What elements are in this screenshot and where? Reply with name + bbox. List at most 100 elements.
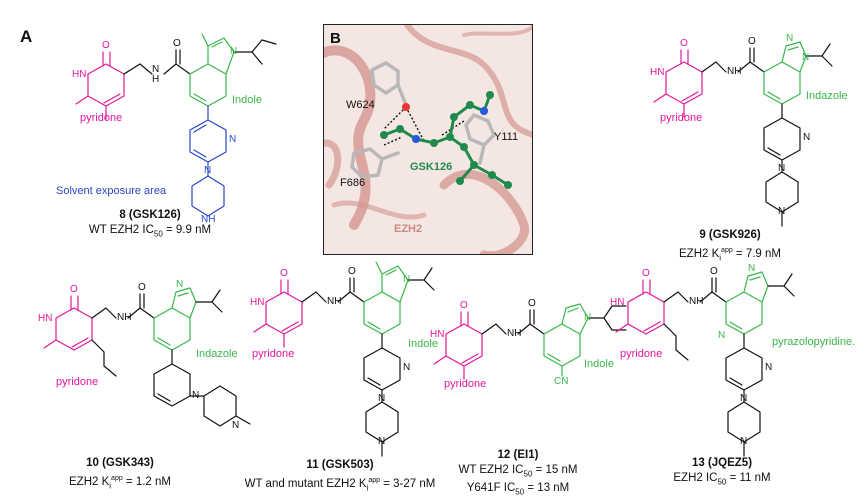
- activity-12a: WT EZH2 IC50 = 15 nM: [458, 464, 578, 479]
- label-core-12: Indole: [584, 358, 614, 370]
- atom-hn-13: HN: [610, 297, 625, 308]
- caption-11: 11 (GSK503) WT and mutant EZH2 Kiapp = 3…: [245, 458, 436, 495]
- ligand-atoms: [380, 91, 512, 189]
- caption-9: 9 (GSK926) EZH2 Kiapp = 7.9 nM: [679, 228, 781, 265]
- linker-12: [481, 309, 545, 335]
- label-core-11: Indole: [408, 338, 438, 350]
- atom-hn-10: HN: [38, 313, 53, 324]
- atom-n-pip1-9: N: [778, 163, 786, 174]
- label-pyridone-9: pyridone: [660, 112, 703, 124]
- indazole-core-9: [763, 41, 807, 105]
- atom-n-8: N: [152, 64, 160, 75]
- atom-hn-12: HN: [430, 329, 445, 340]
- activity-9: EZH2 Kiapp = 7.9 nM: [679, 247, 781, 263]
- atom-n-pyridine-8: N: [229, 134, 237, 145]
- label-pyridone-8: pyridone: [80, 112, 123, 124]
- atom-o-amide-8: O: [173, 38, 181, 49]
- compound-name-9: 9 (GSK926): [699, 229, 761, 241]
- pyridine-piperazine-10: [153, 289, 251, 427]
- label-solvent-8: Solvent exposure area: [56, 185, 167, 197]
- atom-o-8: O: [102, 40, 110, 51]
- atom-o-amide-10: O: [138, 282, 146, 293]
- pyridine-piperazine-9: [763, 103, 801, 227]
- atom-hn-8: HN: [72, 69, 87, 80]
- atom-o-9: O: [680, 38, 688, 49]
- atom-nh-pip2-8: NH: [201, 214, 216, 225]
- protein-ribbons: [324, 25, 532, 254]
- pyridine-piperazine-11: [363, 267, 435, 457]
- atom-n-pip1-11: N: [378, 393, 386, 404]
- label-core-9: Indazole: [806, 90, 848, 102]
- indole-core-12: [543, 303, 589, 377]
- label-pyridone-11: pyridone: [252, 348, 295, 360]
- atom-n-pip-10: N: [232, 420, 240, 431]
- atom-nh-12: NH: [507, 328, 522, 339]
- atom-nh-10: NH: [117, 312, 132, 323]
- activity-12b: Y641F IC50 = 13 nM: [466, 482, 570, 497]
- atom-nh-11: NH: [327, 296, 342, 307]
- compound-name-11: 11 (GSK503): [306, 459, 374, 471]
- pyrazolopyridine-core-13: [725, 271, 769, 335]
- atom-o-10: O: [70, 284, 78, 295]
- structure-8: [75, 33, 277, 217]
- indole-core-8: [189, 33, 235, 107]
- atom-o-amide-9: O: [748, 36, 756, 47]
- pyridone-ring-11: [253, 279, 303, 348]
- caption-10: 10 (GSK343) EZH2 Kiapp = 1.2 nM: [69, 456, 171, 493]
- caption-8: 8 (GSK126) WT EZH2 IC50 = 9.9 nM: [89, 208, 211, 241]
- atom-o-amide-11: O: [348, 266, 356, 277]
- atom-nh-8: H: [152, 74, 160, 85]
- atom-o-amide-12: O: [528, 298, 536, 309]
- pyridine-ring-8: [189, 105, 227, 217]
- atom-o-12: O: [460, 300, 468, 311]
- atom-n-pip2-9: N: [778, 206, 786, 217]
- caption-12: 12 (EI1) WT EZH2 IC50 = 15 nM Y641F IC50…: [459, 448, 578, 500]
- ligand-heteroatoms: [402, 103, 488, 143]
- atom-n-pyridine-13: N: [765, 362, 773, 373]
- residue-label-f686: F686: [340, 177, 366, 189]
- indazole-core-10: [153, 287, 197, 351]
- pentyl-12: [587, 305, 627, 331]
- activity-11: WT and mutant EZH2 Kiapp = 3-27 nM: [244, 477, 436, 493]
- structure-9: [653, 41, 833, 227]
- activity-10: EZH2 Kiapp = 1.2 nM: [69, 475, 171, 491]
- atom-n-indazole-10: N: [176, 279, 184, 290]
- structure-10: [43, 287, 251, 427]
- pyridone-ring-9: [653, 49, 703, 118]
- binding-pose-svg: [324, 25, 532, 254]
- atom-n-pyridine-10: N: [192, 390, 200, 401]
- label-pyridone-10: pyridone: [56, 376, 99, 388]
- atom-n-pip2-11: N: [378, 436, 386, 447]
- label-pyridone-13: pyridone: [620, 348, 663, 360]
- atom-n-indole-8: N: [230, 46, 238, 57]
- activity-8: WT EZH2 IC50 = 9.9 nM: [88, 224, 212, 239]
- label-core-8: Indole: [232, 94, 262, 106]
- atom-n-pyridine-core-13: N: [718, 330, 726, 341]
- protein-label: EZH2: [394, 223, 423, 235]
- atom-n-pyridine-11: N: [403, 362, 411, 373]
- atom-n-pip1-8: N: [204, 165, 212, 176]
- atom-o-13: O: [642, 268, 650, 279]
- atom-n-pip2-13: N: [740, 436, 748, 447]
- atom-n-indazole-9: N: [786, 33, 794, 44]
- residue-label-y111: Y111: [494, 131, 519, 143]
- caption-13: 13 (JQEZ5) EZH2 IC50 = 11 nM: [673, 456, 770, 489]
- compound-name-12: 12 (EI1): [497, 449, 539, 461]
- atom-hn-9: HN: [650, 67, 665, 78]
- linker-9: [701, 47, 765, 73]
- label-core-13: pyrazolopyridine.: [772, 336, 856, 348]
- structure-12: [433, 303, 627, 380]
- structure-11: [253, 261, 435, 457]
- residue-sticks: [350, 60, 497, 179]
- pyridone-ring-12: [433, 311, 483, 380]
- atom-hn-11: HN: [250, 297, 265, 308]
- atom-n-pyridine-9: N: [803, 132, 811, 143]
- ligand-label: GSK126: [410, 161, 453, 173]
- compound-name-10: 10 (GSK343): [86, 457, 154, 469]
- atom-n-pip1-13: N: [740, 393, 748, 404]
- residue-label-w624: W624: [346, 99, 375, 111]
- compound-name-8: 8 (GSK126): [119, 209, 181, 221]
- panel-letter-b: B: [330, 30, 341, 47]
